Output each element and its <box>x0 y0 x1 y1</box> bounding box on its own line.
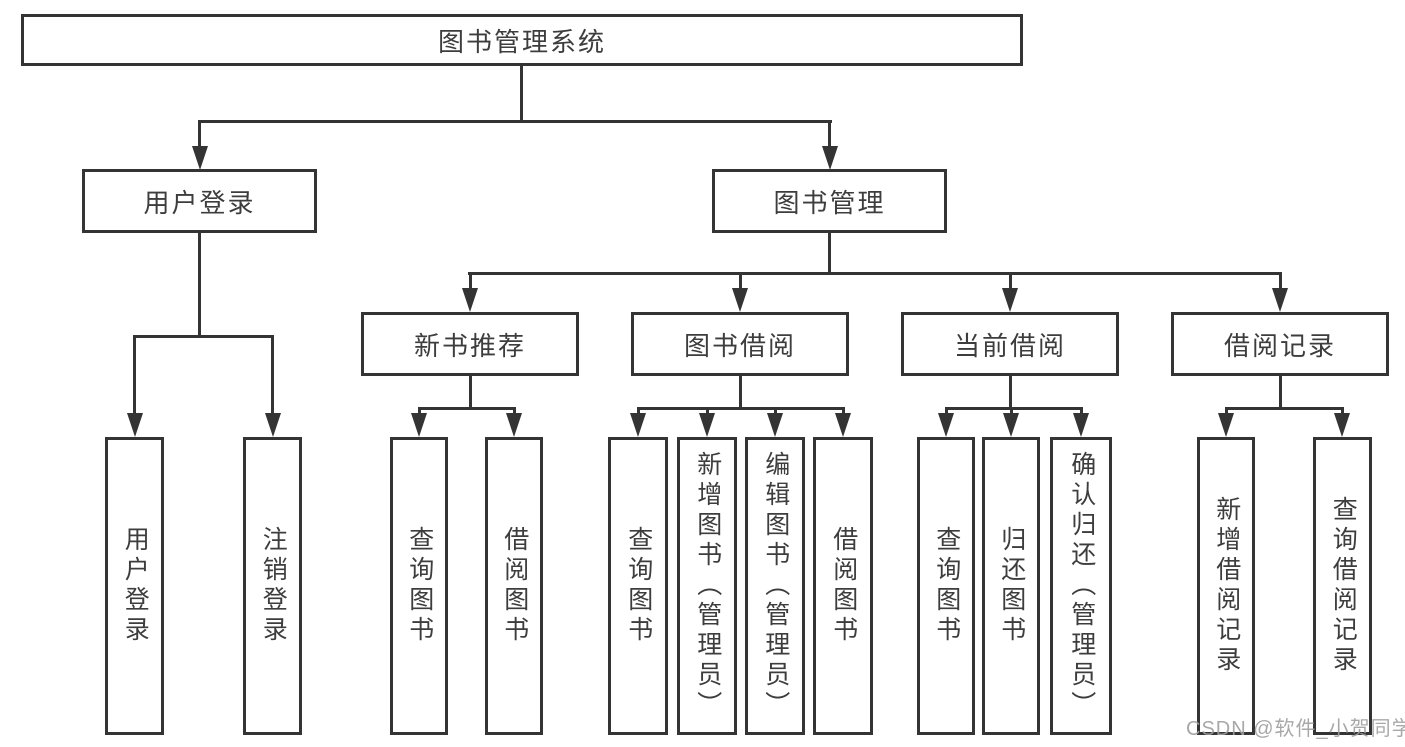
node-label: 当前借阅 <box>953 330 1066 361</box>
connector-line <box>706 407 709 415</box>
connector-line <box>133 335 274 338</box>
node-label: 归还图书 <box>997 526 1026 646</box>
arrow-down-icon <box>630 413 646 437</box>
node-leaf-query-book-recommend: 查询图书 <box>390 437 448 735</box>
arrow-down-icon <box>699 413 715 437</box>
arrow-down-icon <box>265 413 281 437</box>
arrow-down-icon <box>938 413 954 437</box>
connector-line <box>739 376 742 407</box>
connector-line <box>198 120 201 148</box>
arrow-down-icon <box>822 146 838 170</box>
connector-line <box>828 120 831 148</box>
node-label: 图书管理 <box>773 187 886 218</box>
node-user-login: 用户登录 <box>82 169 317 233</box>
node-borrow-record: 借阅记录 <box>1171 312 1389 376</box>
connector-line <box>418 407 421 415</box>
node-label: 借阅图书 <box>500 526 529 646</box>
node-label: 用户登录 <box>143 187 256 218</box>
node-leaf-add-borrow-record: 新增借阅记录 <box>1197 437 1255 735</box>
arrow-down-icon <box>1334 413 1350 437</box>
node-leaf-return-book: 归还图书 <box>982 437 1040 735</box>
arrow-down-icon <box>192 146 208 170</box>
watermark-text: CSDN @软件_小贺同学 <box>1186 718 1405 740</box>
arrow-down-icon <box>732 288 748 312</box>
node-leaf-edit-book-admin: 编辑图书（管理员） <box>745 437 805 735</box>
node-current-borrow: 当前借阅 <box>901 312 1119 376</box>
node-label: 用户登录 <box>121 526 150 646</box>
arrow-down-icon <box>1002 288 1018 312</box>
connector-line <box>637 407 640 415</box>
node-label: 编辑图书（管理员） <box>761 451 790 721</box>
node-leaf-borrow-book: 借阅图书 <box>813 437 873 735</box>
node-label: 注销登录 <box>259 526 288 646</box>
node-label: 借阅图书 <box>829 526 858 646</box>
arrow-down-icon <box>1218 413 1234 437</box>
connector-line <box>513 407 516 415</box>
arrow-down-icon <box>1003 413 1019 437</box>
arrow-down-icon <box>1272 288 1288 312</box>
node-leaf-borrow-book-recommend: 借阅图书 <box>485 437 543 735</box>
connector-line <box>468 272 1282 275</box>
connector-line <box>637 407 845 410</box>
connector-line <box>1225 407 1344 410</box>
node-leaf-query-borrow-record: 查询借阅记录 <box>1313 437 1372 735</box>
arrow-down-icon <box>1073 413 1089 437</box>
node-label: 确认归还（管理员） <box>1067 451 1096 721</box>
connector-line <box>1279 272 1282 290</box>
node-root: 图书管理系统 <box>21 14 1023 66</box>
node-label: 图书借阅 <box>683 330 796 361</box>
connector-line <box>133 335 136 415</box>
connector-line <box>945 407 948 415</box>
node-leaf-query-book-borrow: 查询图书 <box>608 437 668 735</box>
connector-line <box>842 407 845 415</box>
arrow-down-icon <box>127 413 143 437</box>
connector-line <box>1341 407 1344 415</box>
connector-line <box>469 272 472 290</box>
connector-line <box>418 407 516 410</box>
node-label: 借阅记录 <box>1223 330 1336 361</box>
node-label: 新增图书（管理员） <box>693 451 722 721</box>
connector-line <box>828 233 831 272</box>
connector-line <box>945 407 1083 410</box>
node-label: 查询借阅记录 <box>1329 496 1358 676</box>
node-leaf-confirm-return-admin: 确认归还（管理员） <box>1050 437 1112 735</box>
node-label: 新书推荐 <box>413 330 526 361</box>
node-label: 查询图书 <box>932 526 961 646</box>
connector-line <box>520 66 523 120</box>
node-new-book-recommend: 新书推荐 <box>361 312 579 376</box>
arrow-down-icon <box>506 413 522 437</box>
connector-line <box>1009 376 1012 407</box>
arrow-down-icon <box>462 288 478 312</box>
connector-line <box>1009 272 1012 290</box>
node-book-borrow: 图书借阅 <box>631 312 849 376</box>
node-leaf-logout-login: 注销登录 <box>243 437 302 735</box>
arrow-down-icon <box>411 413 427 437</box>
connector-line <box>469 376 472 407</box>
connector-line <box>1225 407 1228 415</box>
node-label: 图书管理系统 <box>437 26 606 57</box>
node-book-management: 图书管理 <box>712 169 947 233</box>
arrow-down-icon <box>767 413 783 437</box>
node-leaf-user-login: 用户登录 <box>105 437 164 735</box>
node-label: 查询图书 <box>624 526 653 646</box>
connector-line <box>198 233 201 335</box>
node-leaf-query-book-current: 查询图书 <box>917 437 975 735</box>
arrow-down-icon <box>835 413 851 437</box>
connector-line <box>1080 407 1083 415</box>
node-label: 新增借阅记录 <box>1212 496 1241 676</box>
connector-line <box>739 272 742 290</box>
connector-line <box>271 335 274 415</box>
node-label: 查询图书 <box>405 526 434 646</box>
connector-line <box>1010 407 1013 415</box>
connector-line <box>774 407 777 415</box>
connector-line <box>198 120 832 123</box>
node-leaf-add-book-admin: 新增图书（管理员） <box>677 437 737 735</box>
connector-line <box>1279 376 1282 407</box>
